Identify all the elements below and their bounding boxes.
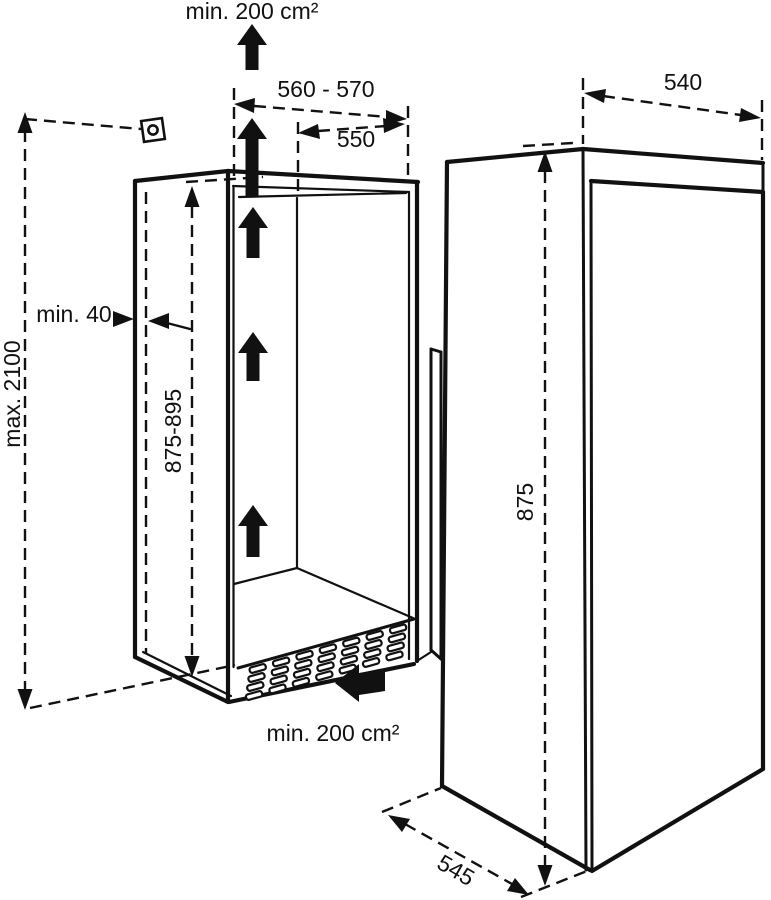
socket-pin <box>147 124 159 136</box>
grille-slot <box>268 683 287 695</box>
grille-slot <box>363 648 382 659</box>
mounting-rail <box>429 347 443 661</box>
grille-slot <box>244 690 264 701</box>
arrowhead <box>17 112 33 133</box>
grille-slot <box>271 656 291 668</box>
grille-slot <box>340 645 360 657</box>
label-niche-height: 875-895 <box>160 389 186 473</box>
grille-slot <box>385 650 404 662</box>
grille-slot <box>361 657 381 668</box>
arrowhead <box>148 313 169 329</box>
appliance-front-top-edge <box>588 178 766 195</box>
grille-slot <box>269 674 288 686</box>
airflow-arrow-upper-icon <box>238 207 268 258</box>
floor-line <box>29 663 236 710</box>
airflow-arrow-middle-icon <box>238 332 268 381</box>
arrowhead <box>298 124 320 139</box>
arrowhead <box>234 98 255 113</box>
arrowhead <box>383 118 405 133</box>
grille-slot <box>318 643 338 655</box>
cabinet-top-left-edge <box>132 168 231 184</box>
dim-appliance-width-line <box>602 94 742 117</box>
dim-appliance-height-tick <box>522 141 574 148</box>
vent-grille <box>244 623 408 701</box>
dim-socket-connector <box>24 117 142 131</box>
niche-top-front-edge <box>225 168 421 185</box>
grille-slot <box>315 670 334 682</box>
airflow-arrows <box>237 24 385 702</box>
appliance-front-bottom-edge <box>589 766 766 874</box>
cabinet-bottom-right-foot <box>415 650 433 663</box>
ext-line <box>520 869 588 899</box>
dim-niche-width-line <box>253 104 389 119</box>
arrowhead <box>739 108 761 122</box>
grille-slot <box>339 654 359 666</box>
appliance-door-gap-right <box>589 179 594 873</box>
airflow-arrow-lower-icon <box>238 505 268 557</box>
arrowhead <box>584 89 606 103</box>
label-appliance-height: 875 <box>512 483 538 521</box>
dimension-lines <box>17 78 764 899</box>
label-appliance-depth: 545 <box>433 849 479 891</box>
appliance <box>429 146 766 874</box>
grille-slot <box>342 636 361 648</box>
appliance-top-back-edge <box>580 146 766 166</box>
power-socket-icon <box>139 116 167 144</box>
dimension-labels: min. 200 cm² 560 - 570 550 540 min. 40 m… <box>0 0 702 891</box>
arrowhead <box>17 689 33 710</box>
dim-wall-thickness-tail <box>165 321 192 331</box>
grille-slot <box>317 652 336 664</box>
arrowhead <box>507 878 529 895</box>
dim-niche-depth-line <box>317 124 387 133</box>
niche-top-back-edge <box>237 191 408 199</box>
arrowhead <box>388 815 410 832</box>
label-wall-thickness: min. 40 <box>36 301 111 327</box>
cabinet-bottom-left-edge <box>132 654 231 705</box>
label-appliance-width: 540 <box>664 69 702 95</box>
appliance-top-side-edge <box>444 146 586 165</box>
grille-slot <box>388 623 408 635</box>
housing-cabinet <box>132 168 433 705</box>
grille-slot <box>316 661 335 673</box>
appliance-left-edge <box>439 159 450 789</box>
dim-appliance-depth-line <box>404 822 513 886</box>
rail-bottom-edge <box>429 648 443 661</box>
grille-top-edge <box>236 617 416 670</box>
grille-slot <box>246 681 265 692</box>
grille-slot <box>247 672 266 683</box>
grille-slot <box>364 639 383 650</box>
label-niche-width: 560 - 570 <box>277 76 374 102</box>
airflow-arrow-top-icon <box>237 24 267 70</box>
grille-slot <box>387 632 407 644</box>
arrowhead <box>184 656 200 677</box>
arrowhead <box>537 151 553 172</box>
appliance-door-gap-left <box>581 147 588 872</box>
dim-niche-height-tick <box>185 175 264 184</box>
label-bottom-vent: min. 200 cm² <box>267 720 400 746</box>
label-top-vent: min. 200 cm² <box>186 0 319 24</box>
label-max-height: max. 2100 <box>0 340 25 447</box>
grille-slot <box>291 676 311 688</box>
grille-slot <box>270 665 290 677</box>
socket-outline <box>139 116 167 144</box>
arrowhead <box>537 865 553 886</box>
grille-slot <box>365 630 384 641</box>
appliance-bottom-side-edge <box>439 783 593 873</box>
niche-top-inner-edge <box>231 184 411 194</box>
arrowhead <box>184 186 200 207</box>
airflow-arrow-chimney-icon <box>237 118 267 196</box>
grille-slot <box>295 649 314 661</box>
label-niche-depth: 550 <box>337 126 375 152</box>
grille-slot <box>386 641 405 653</box>
niche-floor-back-edge <box>295 566 415 620</box>
arrowhead <box>113 311 134 327</box>
airflow-arrow-intake-icon <box>335 664 385 702</box>
rail-top-edge <box>429 347 443 354</box>
grille-slot <box>292 667 312 679</box>
niche-floor-left-edge <box>232 566 299 586</box>
grille-slot <box>294 658 313 670</box>
ext-line <box>381 786 442 814</box>
grille-slot <box>248 663 267 674</box>
